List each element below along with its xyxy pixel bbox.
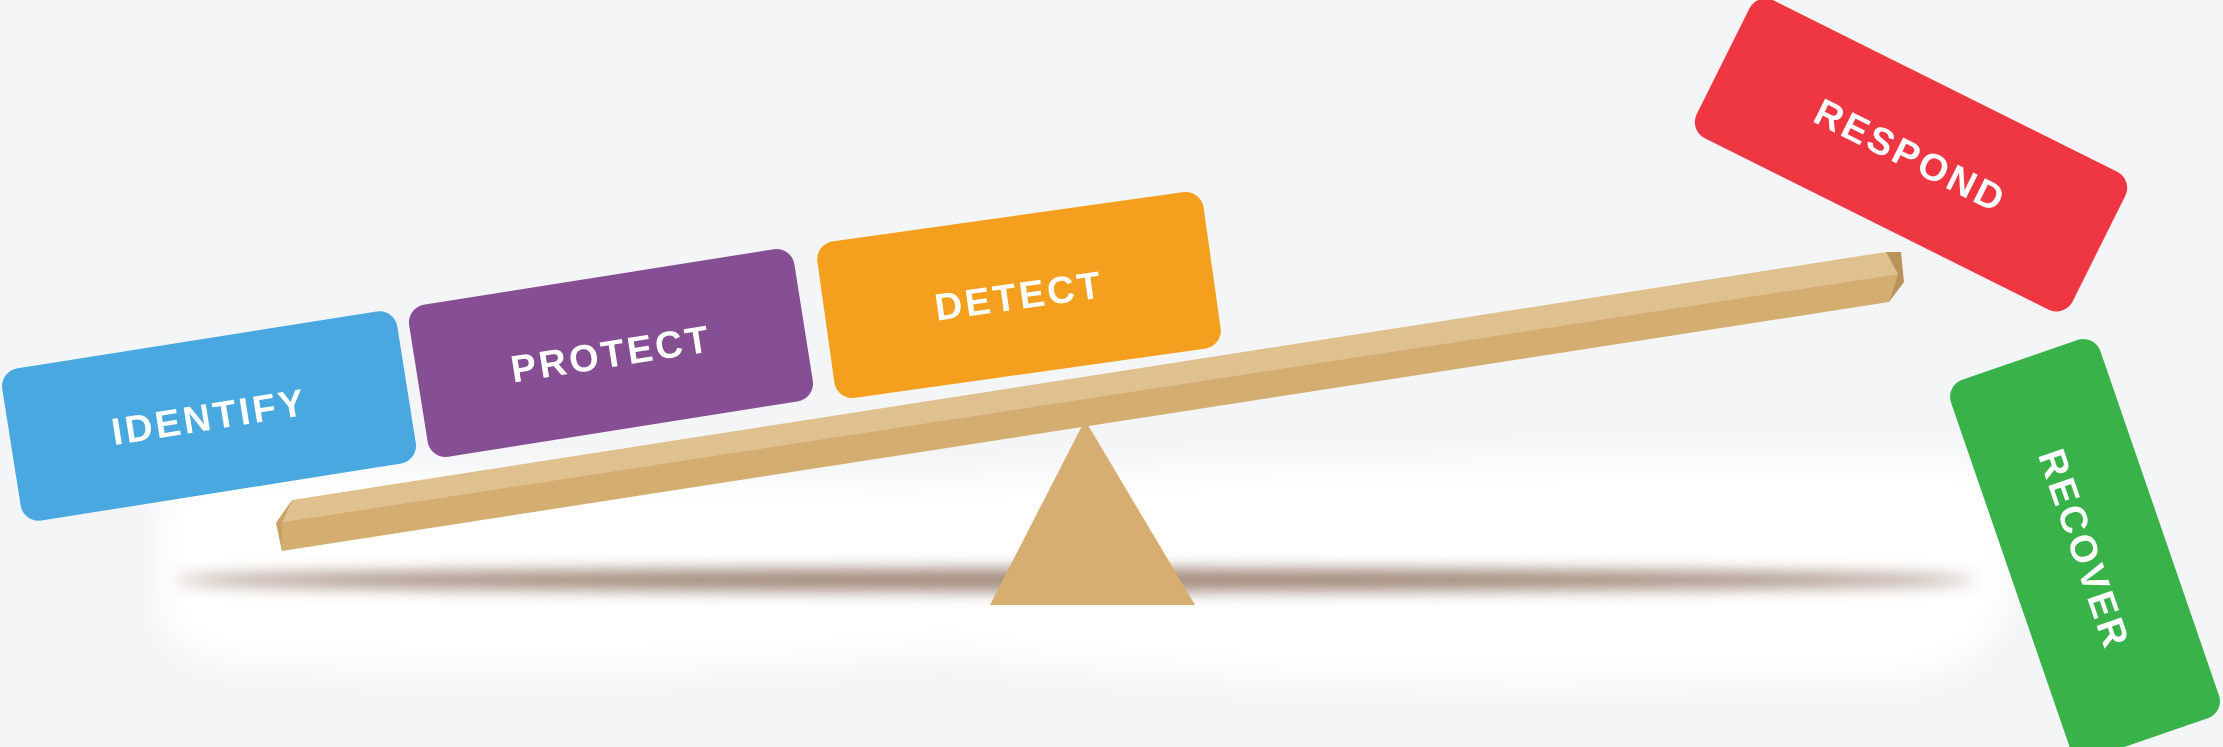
respond-block: RESPOND — [1689, 0, 2134, 318]
protect-block: PROTECT — [406, 246, 815, 459]
